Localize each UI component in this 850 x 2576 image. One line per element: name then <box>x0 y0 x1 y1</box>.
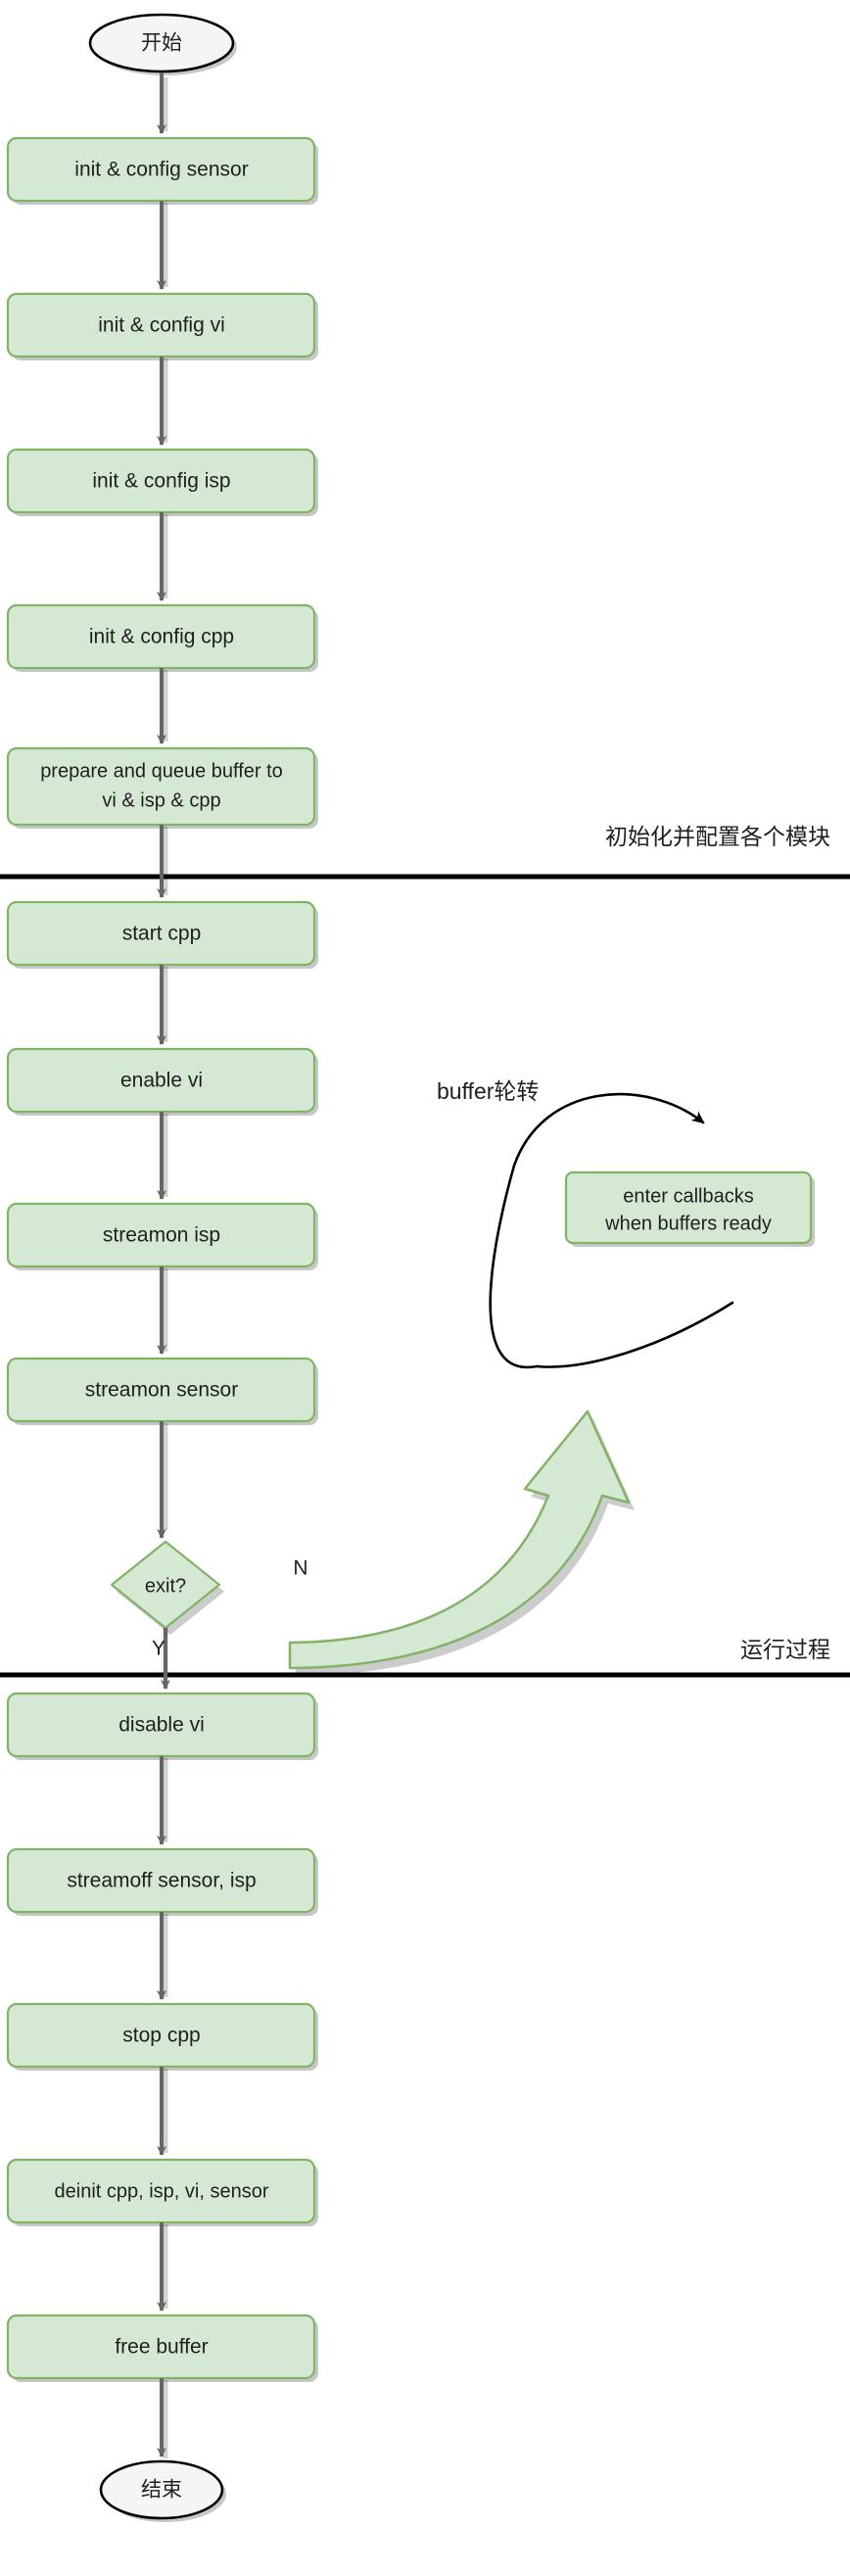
process-node-label: stop cpp <box>122 2025 200 2047</box>
process-node-start-cpp: start cpp <box>6 900 316 967</box>
loop-annotation-label: buffer轮转 <box>437 1078 539 1104</box>
process-node-init-sensor: init & config sensor <box>6 136 316 203</box>
process-node-label: init & config sensor <box>74 159 248 181</box>
process-node-streamoff: streamoff sensor, isp <box>6 1847 316 1914</box>
process-node-stop-cpp: stop cpp <box>6 2002 316 2069</box>
process-node-label: free buffer <box>115 2336 208 2359</box>
callback-node-label-line2: when buffers ready <box>604 1213 772 1234</box>
process-node-label: disable vi <box>118 1714 205 1737</box>
node-shadows <box>12 19 815 2522</box>
decision-node-exit: exit? <box>110 1540 224 1635</box>
edge-label-no: N <box>293 1557 307 1580</box>
process-node-init-vi: init & config vi <box>6 292 316 358</box>
process-node-init-isp: init & config isp <box>6 448 316 514</box>
process-node-label: streamoff sensor, isp <box>67 1870 256 1892</box>
phase-label-runtime: 运行过程 <box>740 1637 830 1662</box>
process-node-label: init & config isp <box>92 470 230 493</box>
process-node-label: enable vi <box>120 1070 203 1092</box>
process-node-deinit: deinit cpp, isp, vi, sensor <box>6 2158 316 2224</box>
process-node-label-line1: prepare and queue buffer to <box>40 760 283 782</box>
process-node-disable-vi: disable vi <box>6 1692 316 1758</box>
process-node-label: streamon sensor <box>85 1379 238 1402</box>
callback-node-label-line1: enter callbacks <box>623 1185 753 1207</box>
process-node-enable-vi: enable vi <box>6 1047 316 1114</box>
process-node-label: start cpp <box>122 923 202 945</box>
buffer-rotation-loop-arrow <box>489 1092 734 1369</box>
process-node-label: init & config cpp <box>89 626 234 648</box>
process-node-init-cpp: init & config cpp <box>6 603 316 670</box>
edge-label-yes: Y <box>152 1638 165 1660</box>
process-node-label-line2: vi & isp & cpp <box>102 789 220 811</box>
callback-node: enter callbacks when buffers ready <box>564 1170 813 1245</box>
end-node: 结束 <box>99 2459 224 2520</box>
process-node-prepare-buffer: prepare and queue buffer to vi & isp & c… <box>6 746 316 827</box>
flow-connectors <box>157 72 170 2457</box>
process-node-label: deinit cpp, isp, vi, sensor <box>55 2180 269 2202</box>
start-node-label: 开始 <box>141 32 182 55</box>
process-node-streamon-isp: streamon isp <box>6 1202 316 1268</box>
process-node-free-buffer: free buffer <box>6 2314 316 2380</box>
loopback-block-arrow <box>288 1409 635 1676</box>
end-node-label: 结束 <box>141 2479 182 2502</box>
decision-node-label: exit? <box>145 1575 186 1597</box>
phase-label-init: 初始化并配置各个模块 <box>605 824 830 849</box>
start-node: 开始 <box>88 13 235 73</box>
process-node-streamon-sensor: streamon sensor <box>6 1357 316 1423</box>
process-node-label: init & config vi <box>98 314 225 337</box>
process-node-label: streamon isp <box>103 1224 220 1247</box>
